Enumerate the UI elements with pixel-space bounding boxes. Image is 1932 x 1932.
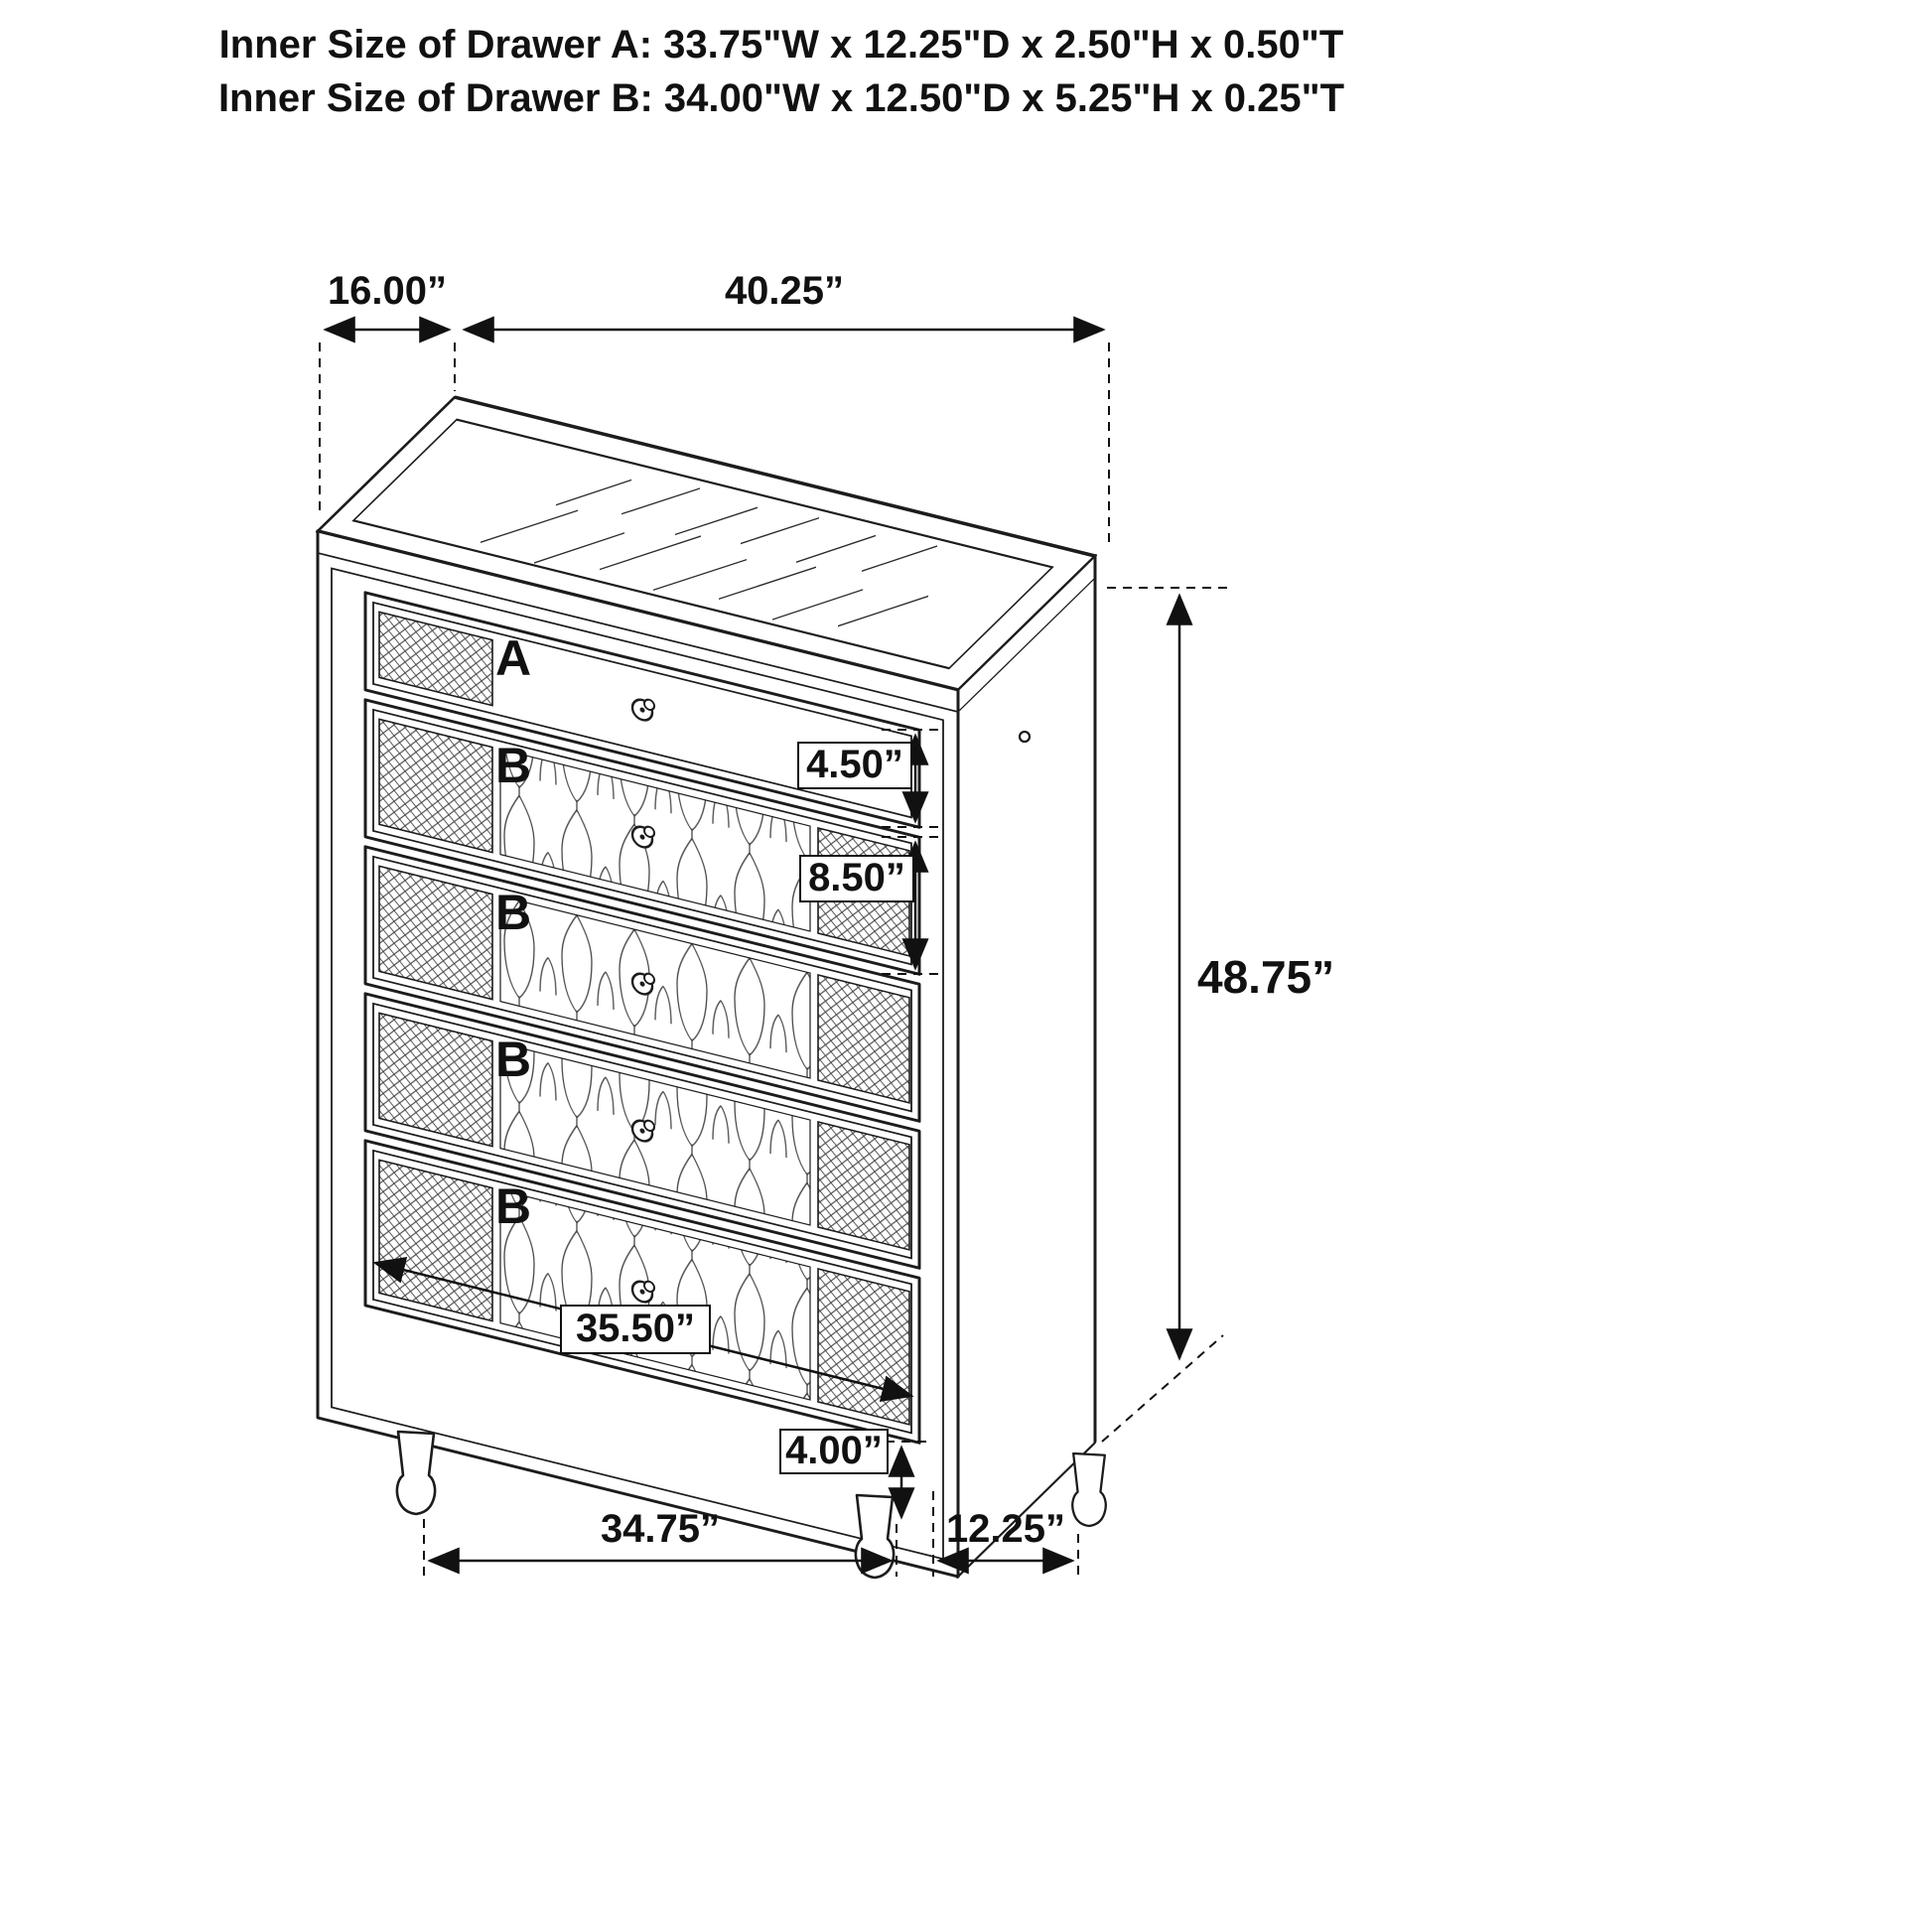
drawer-b3-hatch-right (817, 1121, 910, 1251)
drawer-knob (630, 825, 655, 849)
front-left-leg (395, 1430, 437, 1516)
title-line-1: Inner Size of Drawer A: 33.75"W x 12.25"… (219, 23, 1344, 67)
dim-top-width-value: 40.25” (725, 269, 844, 313)
drawer-b1-hatch-left (378, 718, 493, 854)
dim-drawer-inner-width-value: 35.50” (576, 1307, 695, 1350)
dimension-base-width: 34.75” (423, 1507, 897, 1577)
drawer-knob (630, 972, 655, 996)
dim-drawer-a-label-box (797, 742, 912, 789)
drawer-label-a: A (495, 630, 531, 686)
drawer-a-hatch-panel (378, 611, 493, 707)
drawer-knob (630, 698, 655, 722)
chest-top-face (315, 395, 1098, 692)
drawer-letters: A B B B B (495, 630, 531, 1234)
dimension-drawer-a-height: 4.50” (797, 729, 945, 828)
side-anchor-hole (1018, 730, 1032, 744)
dimension-overall-height: 48.75” (1101, 587, 1334, 1443)
chest-side-face (956, 553, 1097, 1580)
dimension-drawer-b-height: 8.50” (799, 836, 945, 975)
drawer-label-b3: B (495, 1032, 531, 1087)
drawer-b2-lattice-panel (499, 895, 811, 1079)
drawer-label-b2: B (495, 885, 531, 940)
back-right-leg (1071, 1451, 1107, 1528)
dim-overall-height-value: 48.75” (1197, 951, 1334, 1003)
dim-drawer-a-height-value: 4.50” (806, 743, 903, 786)
drawer-label-b1: B (495, 738, 531, 793)
dimension-drawer-inner-width: 35.50” (372, 1257, 914, 1402)
chest-front-face (316, 529, 960, 1579)
dimension-base-depth: 12.25” (932, 1491, 1079, 1577)
drawer-b3-lattice-panel (499, 1041, 811, 1226)
dim-drawer-width-label-box (560, 1305, 711, 1354)
dim-leg-height-label-box (779, 1429, 889, 1474)
drawer-b2-hatch-left (378, 865, 493, 1001)
top-grain-lines (480, 479, 938, 627)
drawer-knob (630, 1119, 655, 1143)
dim-drawer-b-height-value: 8.50” (808, 856, 905, 899)
dimension-top-width: 40.25” (462, 269, 1110, 546)
dim-top-depth-value: 16.00” (328, 269, 447, 313)
dimension-leg-height: 4.00” (779, 1429, 931, 1520)
dim-drawer-b-label-box (799, 855, 914, 902)
dim-base-width-value: 34.75” (601, 1507, 720, 1551)
dim-leg-height-value: 4.00” (785, 1429, 883, 1472)
drawer-b4-hatch-left (378, 1159, 493, 1322)
title-line-2: Inner Size of Drawer B: 34.00"W x 12.50"… (218, 76, 1344, 120)
drawer-label-b4: B (495, 1178, 531, 1234)
dimension-top-depth: 16.00” (319, 269, 456, 516)
front-right-leg (854, 1493, 896, 1580)
drawer-b3-hatch-left (378, 1012, 493, 1148)
dim-base-depth-value: 12.25” (946, 1507, 1065, 1551)
drawer-b4-hatch-right (817, 1268, 910, 1426)
drawer-b2-hatch-right (817, 974, 910, 1104)
